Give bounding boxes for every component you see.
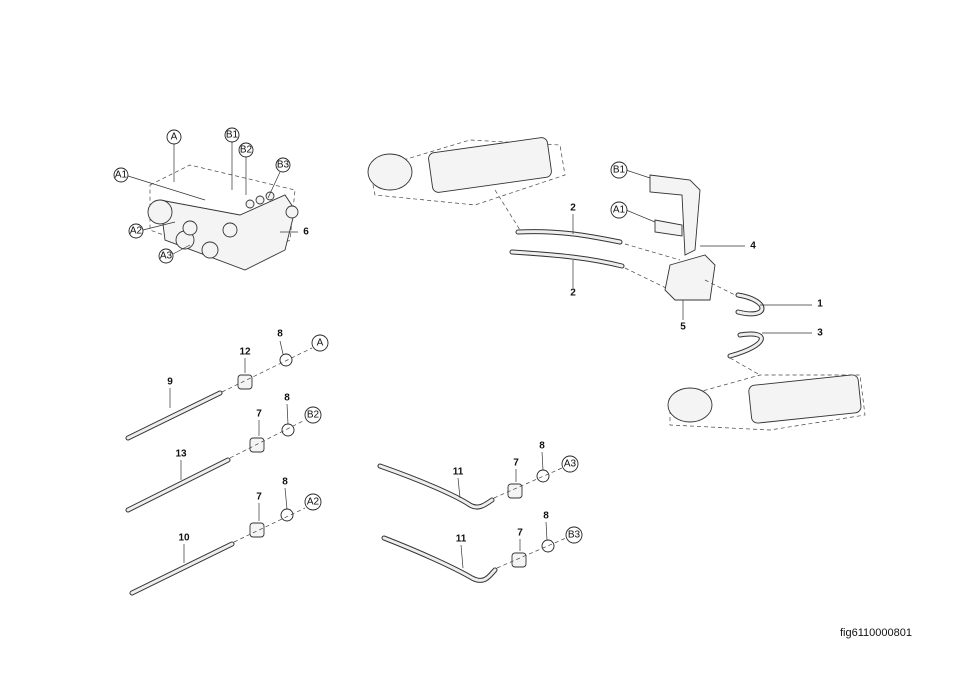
item-6: 6 — [303, 227, 309, 238]
callout-A1: A1 — [115, 170, 128, 181]
callout-A1-cylinder: A1 — [613, 205, 626, 216]
item-11: 11 — [453, 467, 464, 478]
callout-B2-port: B2 — [307, 410, 320, 421]
valve-block — [127, 142, 299, 271]
hose-kit-10: 8 A2 7 10 — [129, 477, 322, 596]
item-8: 8 — [277, 329, 283, 340]
hose-kit-11-a3: 8 A3 7 11 — [377, 441, 579, 510]
callout-B1-cylinder: B1 — [613, 165, 626, 176]
item-9: 9 — [167, 377, 173, 388]
item-5: 5 — [680, 322, 686, 333]
item-8: 8 — [282, 477, 288, 488]
callout-A2: A2 — [130, 226, 143, 237]
hose-kit-13: 8 B2 7 13 — [125, 393, 322, 513]
valve-block-callouts: A B1 B2 B3 A1 A2 A3 6 — [113, 127, 309, 264]
item-11: 11 — [456, 534, 467, 545]
item-2-upper: 2 — [570, 203, 576, 214]
item-7: 7 — [256, 492, 262, 503]
item-13: 13 — [175, 449, 187, 460]
callout-A: A — [171, 132, 178, 143]
item-7: 7 — [517, 528, 523, 539]
callout-B3-port: B3 — [568, 530, 581, 541]
figure-id: fig6110000801 — [840, 627, 912, 639]
item-8: 8 — [543, 511, 549, 522]
item-7: 7 — [256, 409, 262, 420]
item-2-lower: 2 — [570, 288, 576, 299]
callout-A2-port: A2 — [307, 497, 320, 508]
callout-A3: A3 — [160, 251, 173, 262]
hose-kit-9: 8 A 12 9 — [125, 329, 329, 441]
hose-kit-11-b3: 8 B3 7 11 — [381, 511, 583, 583]
item-8: 8 — [284, 393, 290, 404]
item-8: 8 — [539, 441, 545, 452]
callout-A3-port: A3 — [564, 459, 577, 470]
item-10: 10 — [178, 533, 190, 544]
item-1: 1 — [817, 299, 823, 310]
callout-B3: B3 — [277, 160, 290, 171]
callout-B2: B2 — [240, 145, 253, 156]
callout-A-port: A — [317, 338, 324, 349]
item-3: 3 — [817, 328, 823, 339]
callout-B1: B1 — [226, 130, 239, 141]
item-12: 12 — [239, 347, 251, 358]
cylinder-callouts: B1 A1 2 2 4 1 3 5 — [570, 161, 823, 339]
cylinder-assembly — [367, 137, 866, 431]
item-7: 7 — [513, 458, 519, 469]
item-4: 4 — [750, 241, 756, 252]
